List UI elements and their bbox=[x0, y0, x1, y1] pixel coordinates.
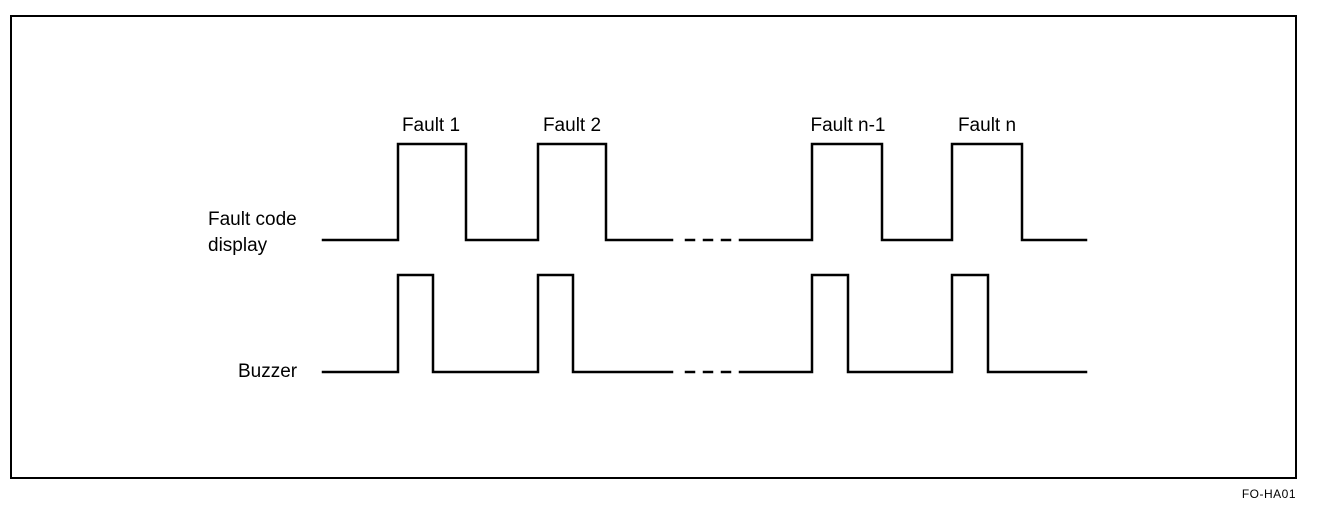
fault-code-display-label-line1: Fault code bbox=[208, 209, 297, 230]
fault-2-label: Fault 2 bbox=[542, 115, 602, 136]
buzzer-label: Buzzer bbox=[238, 361, 298, 382]
display-waveform-left bbox=[321, 142, 674, 242]
buzzer-waveform-left bbox=[321, 273, 674, 374]
fault-n-minus-1-label: Fault n-1 bbox=[810, 115, 886, 136]
diagram-frame bbox=[10, 15, 1297, 479]
fault-1-label: Fault 1 bbox=[401, 115, 461, 136]
fault-code-display-label-line2: display bbox=[208, 235, 268, 256]
fault-n-label: Fault n bbox=[957, 115, 1017, 136]
figure-code: FO-HA01 bbox=[1241, 487, 1296, 501]
display-waveform-right bbox=[738, 142, 1088, 242]
buzzer-waveform-right bbox=[738, 273, 1088, 374]
